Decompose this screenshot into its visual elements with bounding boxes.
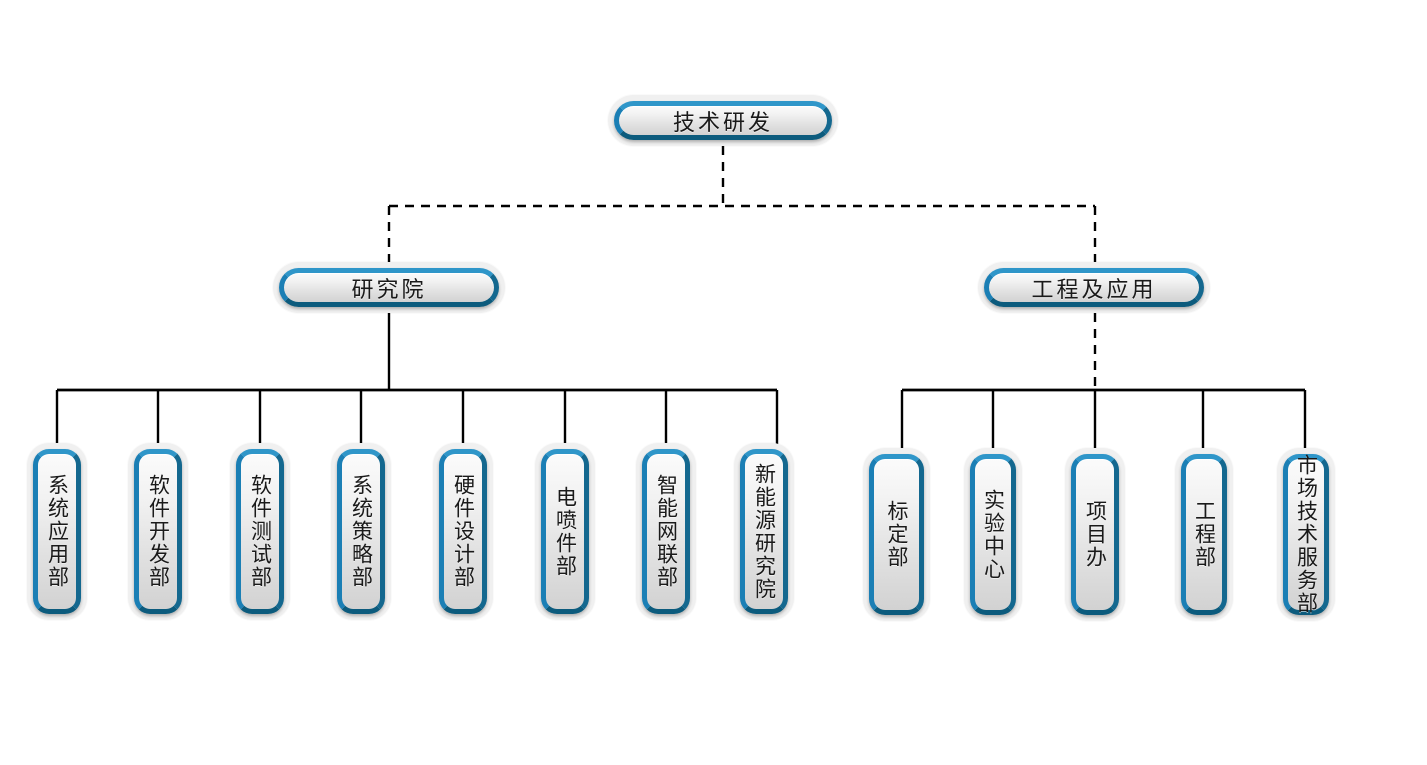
node-project-office[interactable]: 项目办 <box>1065 448 1125 621</box>
node-new-energy-institute[interactable]: 新能源研究院 <box>734 443 794 620</box>
node-software-development-dept-label: 软件开发部 <box>146 474 171 589</box>
node-hardware-design-dept-label: 硬件设计部 <box>451 474 476 589</box>
node-intelligent-connected-dept-label: 智能网联部 <box>654 474 679 589</box>
node-tech-rd-label: 技术研发 <box>672 110 773 136</box>
node-system-application-dept-body: 系统应用部 <box>33 449 81 614</box>
node-market-tech-service-dept-body: 市场技术服务部 <box>1283 454 1329 615</box>
node-intelligent-connected-dept[interactable]: 智能网联部 <box>636 443 696 620</box>
node-calibration-dept-label: 标定部 <box>885 500 909 569</box>
node-new-energy-institute-label: 新能源研究院 <box>752 462 777 601</box>
node-efi-parts-dept-label: 电喷件部 <box>553 485 578 578</box>
node-system-strategy-dept-label: 系统策略部 <box>349 474 374 589</box>
node-hardware-design-dept[interactable]: 硬件设计部 <box>433 443 493 620</box>
node-efi-parts-dept[interactable]: 电喷件部 <box>535 443 595 620</box>
node-software-test-dept-label: 软件测试部 <box>248 474 273 589</box>
node-engineering-dept-label: 工程部 <box>1192 500 1217 569</box>
node-calibration-dept-body: 标定部 <box>869 454 924 615</box>
node-calibration-dept[interactable]: 标定部 <box>863 448 930 621</box>
node-project-office-body: 项目办 <box>1071 454 1119 615</box>
node-research-institute[interactable]: 研究院 <box>273 262 505 313</box>
node-experiment-center-body: 实验中心 <box>970 454 1016 615</box>
node-engineering-dept[interactable]: 工程部 <box>1175 448 1233 621</box>
node-intelligent-connected-dept-body: 智能网联部 <box>642 449 690 614</box>
node-system-application-dept-label: 系统应用部 <box>45 474 70 589</box>
node-software-test-dept[interactable]: 软件测试部 <box>230 443 290 620</box>
node-system-application-dept[interactable]: 系统应用部 <box>27 443 87 620</box>
node-efi-parts-dept-body: 电喷件部 <box>541 449 589 614</box>
node-engineering-application-label: 工程及应用 <box>1031 277 1157 303</box>
node-tech-rd-body: 技术研发 <box>614 101 832 140</box>
node-software-development-dept-body: 软件开发部 <box>134 449 182 614</box>
node-system-strategy-dept[interactable]: 系统策略部 <box>331 443 391 620</box>
node-market-tech-service-dept[interactable]: 市场技术服务部 <box>1277 448 1335 621</box>
node-experiment-center[interactable]: 实验中心 <box>964 448 1022 621</box>
node-tech-rd[interactable]: 技术研发 <box>608 95 838 146</box>
node-system-strategy-dept-body: 系统策略部 <box>337 449 385 614</box>
node-research-institute-label: 研究院 <box>351 277 427 303</box>
node-project-office-label: 项目办 <box>1083 500 1108 569</box>
node-software-test-dept-body: 软件测试部 <box>236 449 284 614</box>
node-research-institute-body: 研究院 <box>279 268 499 307</box>
node-hardware-design-dept-body: 硬件设计部 <box>439 449 487 614</box>
node-new-energy-institute-body: 新能源研究院 <box>740 449 788 614</box>
node-experiment-center-label: 实验中心 <box>981 488 1006 581</box>
node-software-development-dept[interactable]: 软件开发部 <box>128 443 188 620</box>
node-engineering-application-body: 工程及应用 <box>984 268 1204 307</box>
node-engineering-dept-body: 工程部 <box>1181 454 1227 615</box>
node-market-tech-service-dept-label: 市场技术服务部 <box>1294 454 1319 615</box>
node-engineering-application[interactable]: 工程及应用 <box>978 262 1210 313</box>
